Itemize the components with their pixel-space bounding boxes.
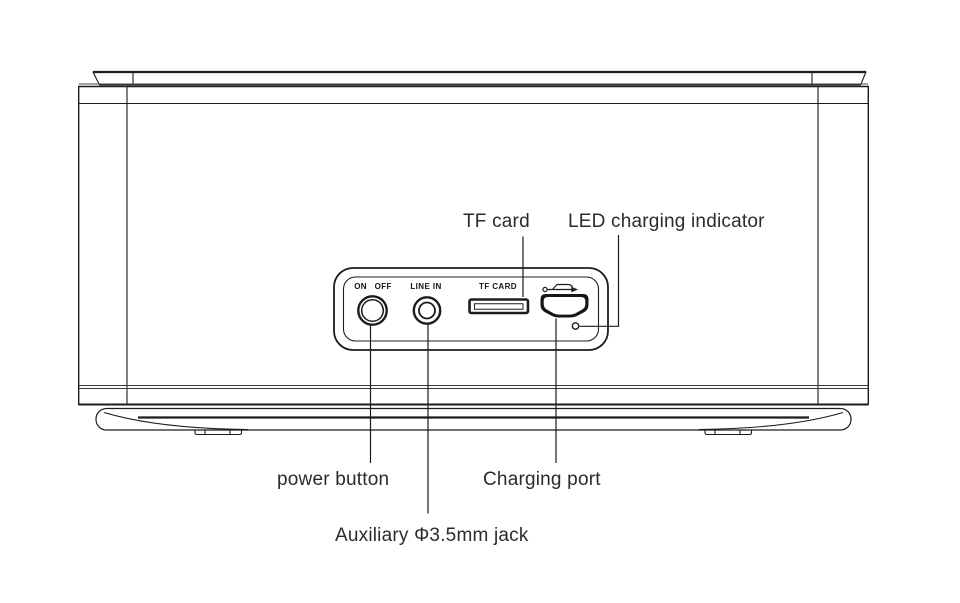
auxiliary-jack-label: Auxiliary Φ3.5mm jack: [335, 525, 529, 546]
device-foot-right: [704, 430, 753, 436]
led-indicator-hole: [571, 322, 580, 330]
charging-port-label: Charging port: [483, 469, 601, 490]
device-top-lid: [92, 70, 867, 86]
led-charging-indicator-label: LED charging indicator: [568, 211, 765, 232]
charging-port: [540, 294, 589, 318]
led-leader-line: [579, 235, 620, 327]
line-in-jack: [412, 296, 442, 325]
device-base: [95, 407, 852, 431]
tf-card-port-label: TF CARD: [479, 282, 517, 291]
line-in-port-label: LINE IN: [410, 282, 442, 291]
power-button: [357, 295, 388, 326]
rear-connection-panel: [333, 267, 609, 351]
tf-card-slot: [468, 298, 530, 315]
device-foot-left: [194, 430, 243, 436]
on-off-port-label: ON OFF: [354, 282, 392, 291]
power-button-label: power button: [277, 469, 390, 490]
device-body: [77, 83, 869, 406]
usb-icon: [542, 283, 578, 293]
tf-card-label: TF card: [463, 211, 530, 232]
